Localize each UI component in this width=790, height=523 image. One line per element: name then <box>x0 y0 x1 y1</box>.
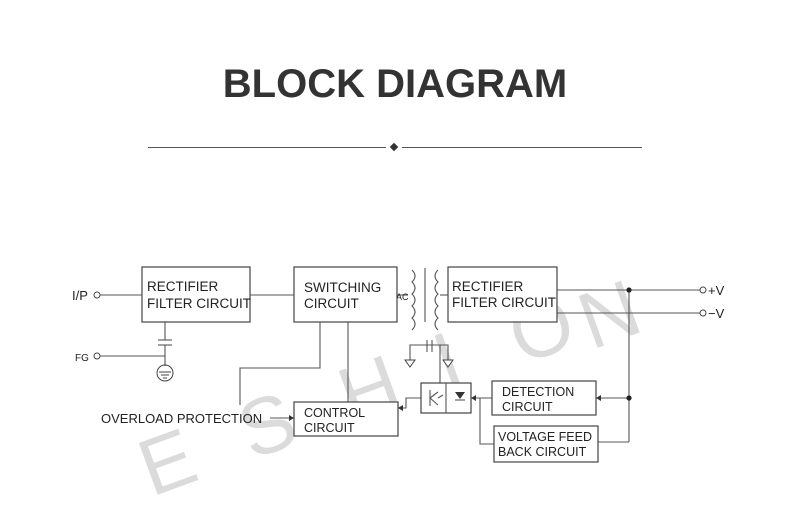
block-rectifier-filter-input: RECTIFIER FILTER CIRCUIT <box>141 266 251 323</box>
block-voltage-feedback-circuit: VOLTAGE FEED BACK CIRCUIT <box>493 425 599 463</box>
watermark-letter: E <box>127 411 208 513</box>
ground-triangle-icon <box>442 359 454 368</box>
block-detection-circuit: DETECTION CIRCUIT <box>491 380 597 416</box>
block-text-line: SWITCHING <box>304 280 381 295</box>
block-text-line: CIRCUIT <box>502 400 553 414</box>
ground-triangle-icon <box>404 359 416 368</box>
terminal-fg <box>93 352 101 360</box>
label-plus-v: +V <box>708 283 725 298</box>
page-title: BLOCK DIAGRAM <box>222 62 568 106</box>
optocoupler-icon <box>420 382 472 414</box>
block-overload-protection: OVERLOAD PROTECTION <box>101 411 262 426</box>
transformer-icon <box>411 268 439 331</box>
block-text-line: DETECTION <box>502 385 574 399</box>
arrow-head-icon <box>471 395 476 401</box>
title-divider-right <box>402 147 642 148</box>
arrow-head-icon <box>398 405 403 411</box>
earth-ground-icon <box>156 364 174 382</box>
block-text-line: OVERLOAD PROTECTION <box>101 411 262 426</box>
block-text-line: CIRCUIT <box>304 296 359 311</box>
block-switching-circuit: SWITCHING CIRCUIT <box>293 266 398 323</box>
block-text-line: FILTER CIRCUIT <box>452 295 556 310</box>
block-control-circuit: CONTROL CIRCUIT <box>293 401 399 437</box>
block-text-line: VOLTAGE FEED <box>498 430 592 444</box>
label-input: I/P <box>72 288 88 303</box>
block-text-line: CIRCUIT <box>304 421 355 435</box>
title-divider-left <box>148 147 386 148</box>
block-text-line: RECTIFIER <box>452 279 524 294</box>
block-text-line: FILTER CIRCUIT <box>147 296 251 311</box>
block-text-line: BACK CIRCUIT <box>498 445 587 459</box>
label-ac: AC <box>396 292 409 302</box>
junction-dot <box>626 395 632 401</box>
terminal-input <box>93 291 101 299</box>
arrow-head-icon <box>596 395 601 401</box>
label-minus-v: −V <box>708 306 725 321</box>
label-ground: FG <box>75 353 89 364</box>
terminal-plus-v <box>699 286 707 294</box>
block-text-line: RECTIFIER <box>147 279 219 294</box>
block-rectifier-filter-output: RECTIFIER FILTER CIRCUIT <box>447 266 558 323</box>
terminal-minus-v <box>699 309 707 317</box>
arrow-head-icon <box>289 415 294 421</box>
block-text-line: CONTROL <box>304 406 365 420</box>
junction-dot <box>626 287 632 293</box>
